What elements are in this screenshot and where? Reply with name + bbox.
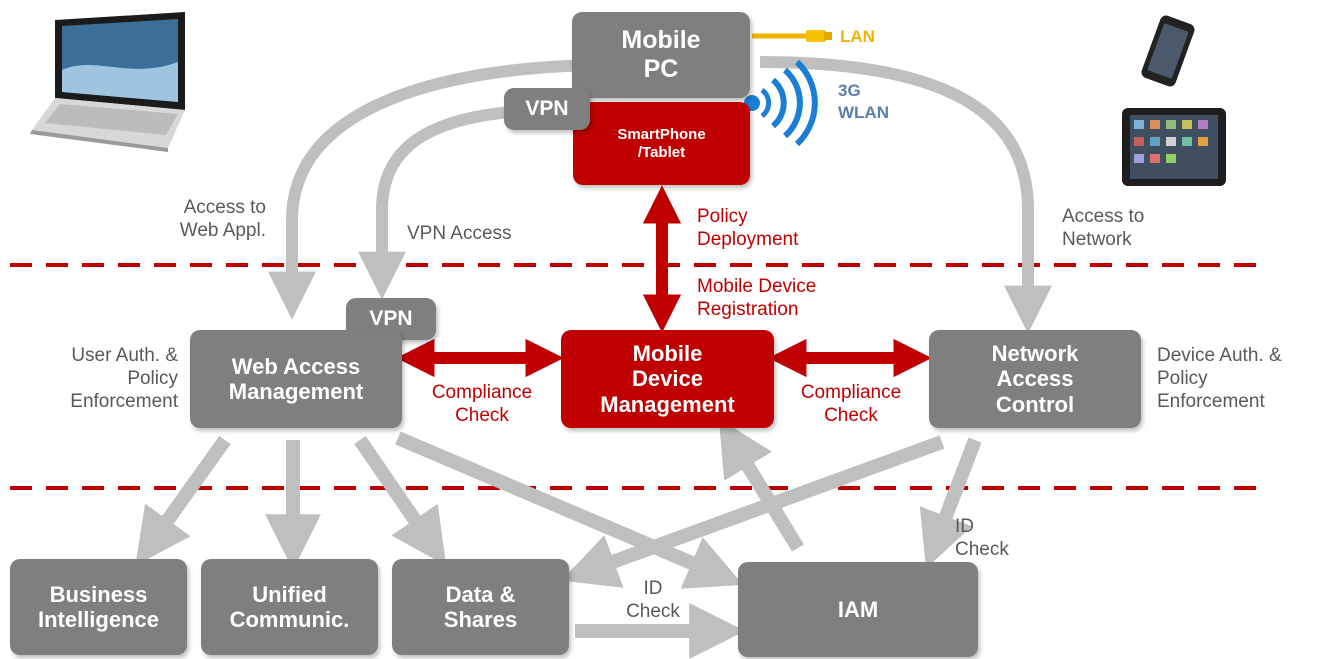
id-check-right-label: ID Check: [955, 515, 1009, 561]
user-auth-line2: Policy: [127, 368, 178, 389]
compliance-left-line1: Compliance: [431, 382, 533, 403]
uc-line2: Communic.: [229, 607, 350, 632]
laptop-icon: [30, 12, 185, 152]
access-net-line2: Network: [1062, 229, 1132, 250]
iam-box: IAM: [738, 562, 978, 657]
smartphone-line1: SmartPhone: [617, 126, 706, 144]
compliance-check-right-label: Compliance Check: [783, 381, 919, 427]
tablet-icon: [1122, 108, 1226, 186]
policy-deploy-line2: Deployment: [697, 229, 799, 250]
unified-communications-box: Unified Communic.: [201, 559, 378, 655]
web-access-line2: Management: [228, 379, 364, 404]
arrow-access-network: [759, 56, 1052, 334]
data-line2: Shares: [443, 607, 518, 632]
access-web-label: Access to Web Appl.: [150, 196, 266, 242]
data-line1: Data &: [445, 581, 516, 607]
mobile-pc-line1: Mobile: [621, 26, 701, 55]
mdm-reg-line2: Registration: [697, 299, 799, 320]
id-check-right-line1: ID: [955, 516, 974, 537]
lan-label: LAN: [840, 27, 875, 46]
device-auth-line2: Policy: [1157, 368, 1208, 389]
user-auth-line1: User Auth. &: [71, 345, 178, 366]
arrow-wam-bi: [135, 435, 231, 566]
mdm-registration-label: Mobile Device Registration: [697, 275, 816, 321]
bi-line2: Intelligence: [37, 607, 160, 632]
nac-line2: Access: [996, 366, 1074, 392]
mobile-pc-line2: PC: [643, 55, 679, 83]
policy-deployment-label: Policy Deployment: [697, 205, 798, 251]
user-auth-label: User Auth. & Policy Enforcement: [20, 344, 178, 413]
arrow-vpn-access: [358, 106, 511, 300]
arrow-wam-data: [354, 436, 447, 566]
compliance-right-line1: Compliance: [800, 382, 902, 403]
id-check-bottom-line1: ID: [643, 578, 663, 599]
device-auth-line3: Enforcement: [1157, 391, 1265, 412]
id-check-right-line2: Check: [955, 539, 1009, 560]
wireless-label: 3G WLAN: [838, 80, 889, 124]
arrow-access-web: [268, 59, 591, 320]
uc-line1: Unified: [252, 581, 327, 607]
vpn-top-box: VPN: [504, 88, 590, 130]
id-check-bottom-label: ID Check: [608, 577, 698, 623]
web-access-management-box: Web Access Management: [190, 330, 402, 428]
nac-line3: Control: [995, 391, 1075, 417]
device-auth-label: Device Auth. & Policy Enforcement: [1157, 344, 1282, 413]
vpn-mid-label: VPN: [369, 306, 413, 330]
smartphone-line2: /Tablet: [637, 143, 686, 161]
vpn-access-label: VPN Access: [407, 223, 512, 244]
arrow-nac-iam: [919, 437, 982, 569]
access-network-label: Access to Network: [1062, 205, 1144, 251]
nac-line1: Network: [991, 341, 1079, 367]
web-access-line1: Web Access: [231, 353, 361, 379]
compliance-left-line2: Check: [455, 405, 509, 426]
compliance-check-left-label: Compliance Check: [414, 381, 550, 427]
mdm-line3: Management: [600, 391, 735, 417]
data-shares-box: Data & Shares: [392, 559, 569, 655]
arrow-wam-iam: [395, 431, 744, 589]
wireless-signal-icon: [744, 59, 818, 147]
wireless-3g: 3G: [838, 81, 861, 100]
access-web-line2: Web Appl.: [179, 220, 266, 241]
user-auth-line3: Enforcement: [70, 391, 178, 412]
smartphone-icon: [1141, 15, 1195, 87]
access-net-line1: Access to: [1062, 206, 1145, 227]
compliance-right-line2: Check: [824, 405, 878, 426]
lan-cable-icon: [752, 30, 832, 42]
access-web-line1: Access to: [183, 197, 266, 218]
device-auth-line1: Device Auth. &: [1157, 345, 1282, 366]
iam-label: IAM: [837, 596, 879, 622]
id-check-bottom-line2: Check: [626, 601, 680, 622]
bi-line1: Business: [49, 581, 148, 607]
smartphone-tablet-box: SmartPhone /Tablet: [573, 102, 750, 185]
network-access-control-box: Network Access Control: [929, 330, 1141, 428]
vpn-top-label: VPN: [525, 96, 569, 120]
arrow-iam-mdm: [718, 418, 804, 552]
wireless-wlan: WLAN: [838, 103, 889, 122]
mdm-reg-line1: Mobile Device: [697, 276, 817, 297]
mdm-line1: Mobile: [632, 341, 703, 367]
business-intelligence-box: Business Intelligence: [10, 559, 187, 655]
arrow-nac-data: [561, 435, 945, 588]
mobile-pc-box: Mobile PC: [572, 12, 750, 98]
mobile-device-management-box: Mobile Device Management: [561, 330, 774, 428]
policy-deploy-line1: Policy: [697, 206, 748, 227]
mdm-line2: Device: [632, 366, 703, 392]
